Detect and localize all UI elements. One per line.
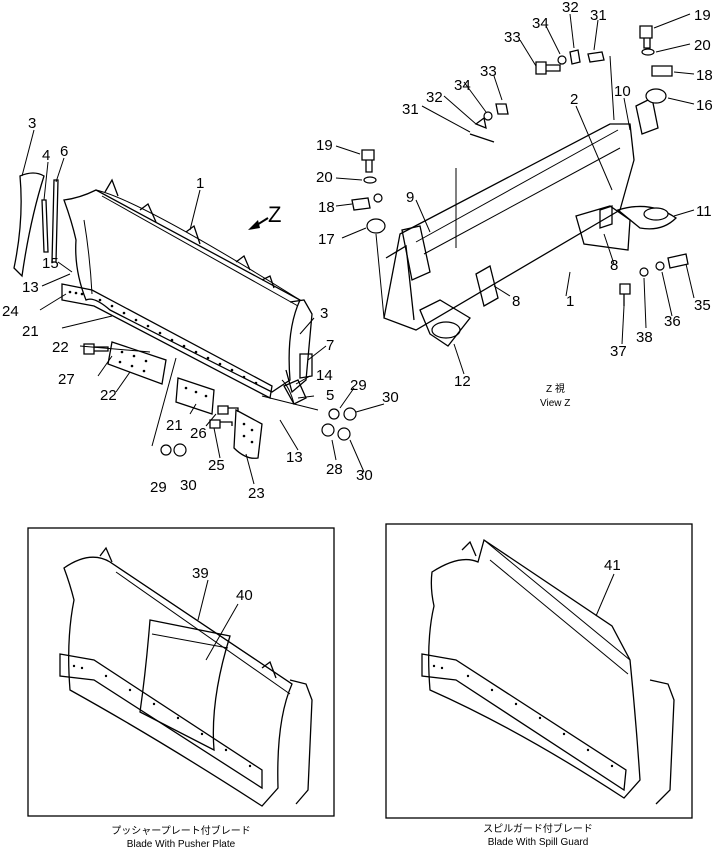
callout: 41 <box>604 557 621 574</box>
callout: 22 <box>52 339 69 356</box>
callout: 38 <box>636 329 653 346</box>
caption-left-jp: プッシャープレート付ブレード <box>111 824 250 837</box>
callout: 19 <box>694 7 711 24</box>
callout: 40 <box>236 587 253 604</box>
callout: 26 <box>190 425 207 442</box>
callouts: 1 3 4 6 15 13 24 21 22 27 22 3 7 14 5 21… <box>2 0 713 604</box>
callout: 36 <box>664 313 681 330</box>
callout: 14 <box>316 367 333 384</box>
view-z-arrow-icon <box>248 217 269 230</box>
callout: 27 <box>58 371 75 388</box>
callout: 31 <box>402 101 419 118</box>
callout: 24 <box>2 303 19 320</box>
callout: Z <box>268 202 281 227</box>
callout: 28 <box>326 461 343 478</box>
callout: 30 <box>180 477 197 494</box>
pusher-plate-panel <box>27 527 335 817</box>
callout: 21 <box>166 417 183 434</box>
callout: 16 <box>696 97 713 114</box>
callout: 13 <box>22 279 39 296</box>
caption-left-en: Blade With Pusher Plate <box>127 839 236 849</box>
callout: 2 <box>570 91 578 108</box>
captions: プッシャープレート付ブレード Blade With Pusher Plate ス… <box>111 822 593 850</box>
callout: 12 <box>454 373 471 390</box>
callout: 34 <box>454 77 471 94</box>
callout: 29 <box>150 479 167 496</box>
callout: 31 <box>590 7 607 24</box>
callout: 18 <box>696 67 713 84</box>
callout: 21 <box>22 323 39 340</box>
callout: 10 <box>614 83 631 100</box>
callout: 8 <box>610 257 618 274</box>
leader-lines <box>21 13 695 661</box>
callout: 37 <box>610 343 627 360</box>
callout: 19 <box>316 137 333 154</box>
callout: 11 <box>696 203 712 220</box>
callout: 3 <box>320 305 328 322</box>
callout: 35 <box>694 297 711 314</box>
callout: 13 <box>286 449 303 466</box>
callout: 25 <box>208 457 225 474</box>
callout: 8 <box>512 293 520 310</box>
callout: 23 <box>248 485 265 502</box>
callout: 33 <box>504 29 521 46</box>
callout: 3 <box>28 115 36 132</box>
spill-guard-blade-drawing <box>421 538 675 805</box>
spill-guard-panel <box>385 523 693 819</box>
view-z-drawing <box>351 25 689 347</box>
callout: 30 <box>356 467 373 484</box>
view-z-label: Z 視 View Z <box>540 382 570 409</box>
callout: 9 <box>406 189 414 206</box>
callout: 17 <box>318 231 335 248</box>
callout: 1 <box>196 175 204 192</box>
callout: 4 <box>42 147 50 164</box>
callout: 29 <box>350 377 367 394</box>
caption-right-jp: スピルガード付ブレード <box>483 822 593 835</box>
callout: 20 <box>316 169 333 186</box>
callout: 32 <box>562 0 579 16</box>
view-z-label-jp: Z 視 <box>546 382 565 395</box>
callout: 20 <box>694 37 711 54</box>
callout: 6 <box>60 143 68 160</box>
caption-right-en: Blade With Spill Guard <box>488 837 589 848</box>
callout: 5 <box>326 387 334 404</box>
view-z-label-en: View Z <box>540 398 570 409</box>
callout: 30 <box>382 389 399 406</box>
callout: 15 <box>42 255 59 272</box>
pusher-plate-blade-drawing <box>59 546 313 807</box>
callout: 39 <box>192 565 209 582</box>
callout: 22 <box>100 387 117 404</box>
callout: 1 <box>566 293 574 310</box>
callout: 33 <box>480 63 497 80</box>
callout: 34 <box>532 15 549 32</box>
callout: 18 <box>318 199 335 216</box>
callout: 7 <box>326 337 334 354</box>
blade-assembly-drawing <box>13 172 357 459</box>
callout: 32 <box>426 89 443 106</box>
